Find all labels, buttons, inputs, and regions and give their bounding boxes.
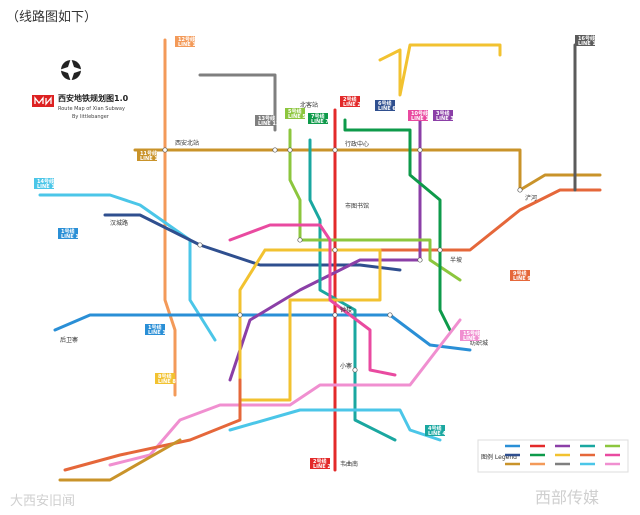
line-5-route (290, 130, 460, 280)
line-4-route (310, 140, 395, 440)
svg-text:LINE 2: LINE 2 (343, 102, 361, 108)
station-label: 浐河 (525, 194, 537, 202)
map-author: By littlebanger (72, 114, 110, 120)
svg-text:LINE 3: LINE 3 (436, 116, 454, 122)
station-label: 韦曲南 (340, 460, 358, 468)
station-labels: 北客站 行政中心 市图书馆 钟楼 小寨 韦曲南 纺织城 后卫寨 汉城路 半坡 浐… (60, 101, 537, 468)
svg-text:LINE 14: LINE 14 (37, 184, 59, 190)
station-label: 小寨 (340, 362, 352, 370)
svg-text:LINE 13: LINE 13 (258, 121, 280, 127)
watermark-right: 西部传媒 (535, 488, 599, 507)
station-label: 行政中心 (345, 140, 369, 148)
line-15-route (110, 320, 460, 465)
line-1-route (55, 315, 470, 350)
station-label: 北客站 (300, 101, 318, 109)
svg-text:LINE 6: LINE 6 (378, 106, 396, 112)
svg-text:LINE 16: LINE 16 (578, 41, 600, 47)
svg-text:LINE 2: LINE 2 (313, 464, 331, 470)
line-12-route (165, 40, 175, 395)
line-14-route (40, 195, 215, 340)
svg-text:LINE 1: LINE 1 (148, 330, 166, 336)
svg-text:LINE 9: LINE 9 (513, 276, 531, 282)
station-label: 钟楼 (340, 306, 352, 314)
svg-text:LINE 1: LINE 1 (61, 234, 79, 240)
station-label: 西安北站 (175, 139, 199, 147)
station-label: 汉城路 (110, 219, 128, 227)
svg-text:LINE 12: LINE 12 (178, 42, 200, 48)
map-title: 西安地铁规划图1.0 (58, 93, 129, 103)
station-label: 后卫寨 (60, 336, 78, 344)
line-11-route (135, 150, 600, 190)
watermark-left: 大西安旧闻 (10, 494, 75, 509)
svg-text:LINE 4: LINE 4 (428, 431, 446, 437)
svg-text:LINE 5: LINE 5 (288, 114, 306, 120)
map-subtitle: Route Map of Xian Subway (58, 106, 125, 112)
svg-text:LINE 10: LINE 10 (411, 116, 433, 122)
station-label: 半坡 (450, 256, 462, 264)
svg-text:LINE 11: LINE 11 (140, 156, 162, 162)
svg-text:LINE 8: LINE 8 (158, 379, 176, 385)
station-label: 市图书馆 (345, 202, 369, 210)
svg-text:LINE 7: LINE 7 (311, 119, 329, 125)
map-legend: 图例 Legend (478, 440, 628, 472)
svg-text:LINE 15: LINE 15 (463, 336, 485, 342)
